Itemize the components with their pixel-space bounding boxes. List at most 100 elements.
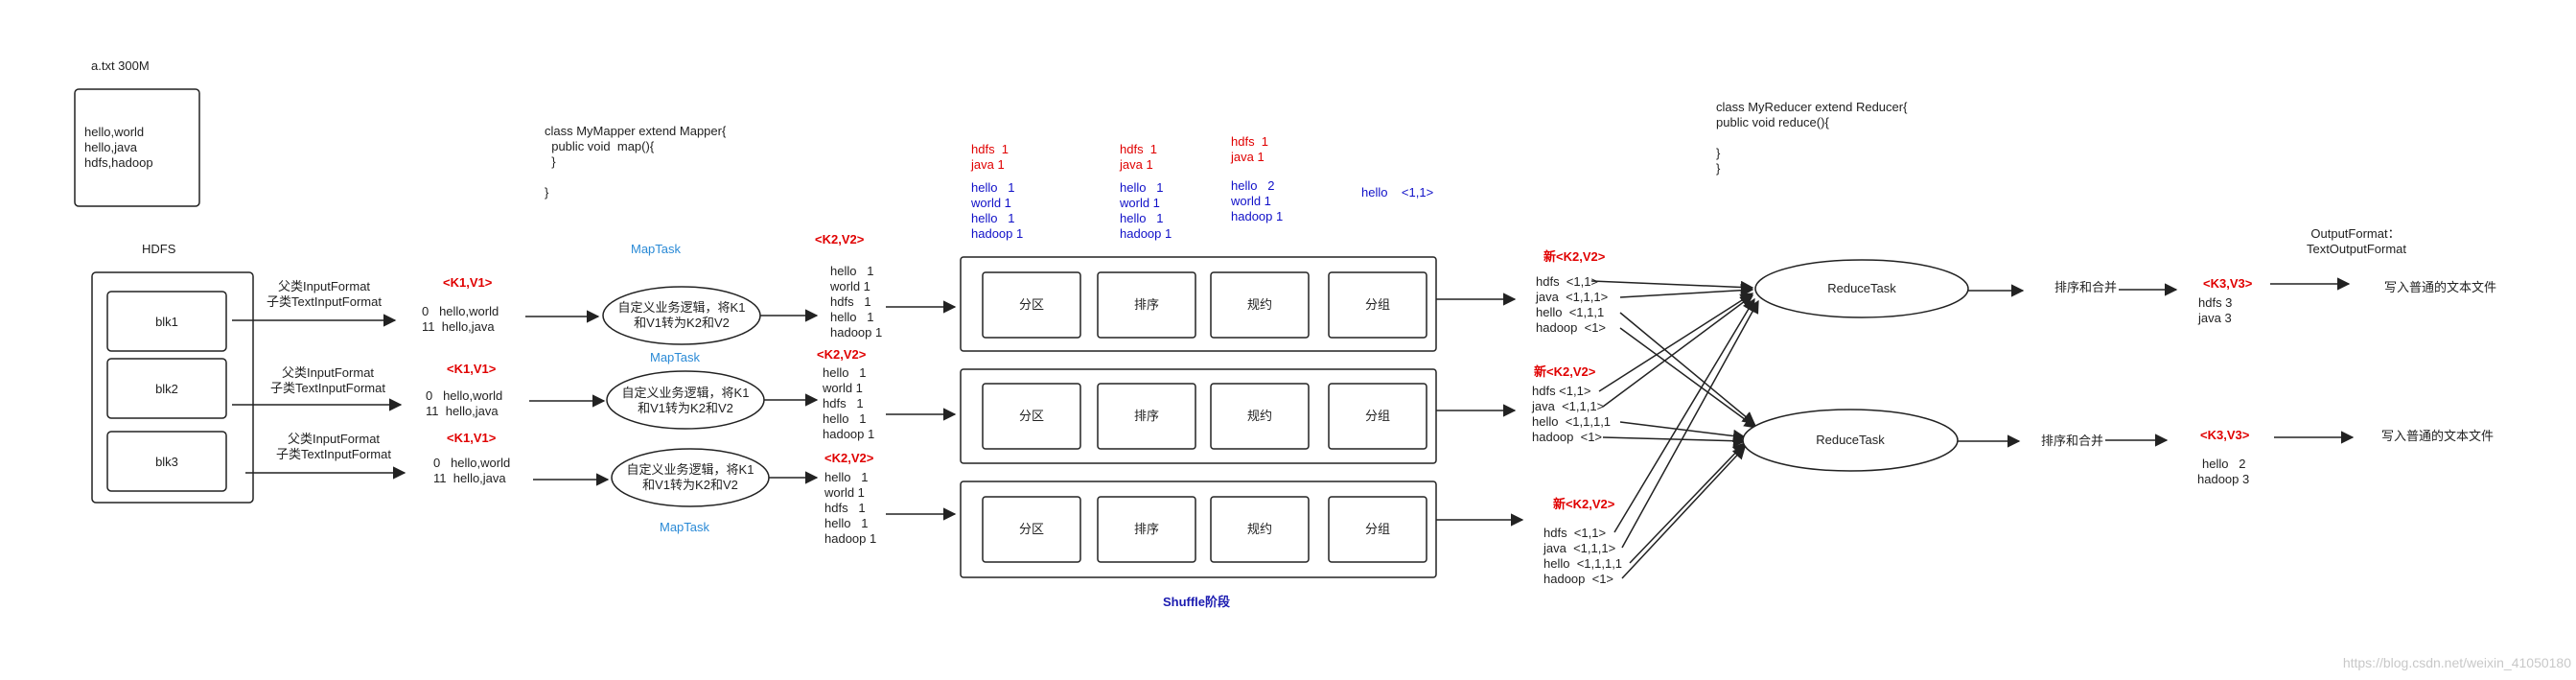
annotation-blue: hadoop 1 [971,226,1023,241]
new-kv2-record: hello <1,1,1,1 [1543,556,1622,571]
shuffle-step-label: 规约 [1247,297,1272,312]
new-kv2-record: hadoop <1> [1543,572,1613,586]
shuffle-step [1210,496,1310,563]
file-title: a.txt 300M [91,59,150,73]
annotation-blue: hello <1,1> [1361,185,1433,199]
shuffle-step [982,496,1081,563]
new-kv2-record: hdfs <1,1> [1536,274,1598,289]
reducer-code-line: } [1716,161,1721,176]
map-task-label: MapTask [660,520,710,534]
annotation-blue: hello 1 [1120,211,1164,225]
map-task-text: 自定义业务逻辑，将K1 [622,386,750,400]
new-kv2-record: hdfs <1,1> [1532,384,1590,398]
kv3-record: hello 2 [2202,457,2246,471]
kv1-label: <K1,V1> [447,362,497,376]
mapper-code-line: } [545,185,549,199]
kv1-record: 11 hello,java [426,404,499,418]
kv1-label: <K1,V1> [443,275,493,290]
reduce-task-label: ReduceTask [1816,433,1885,447]
hdfs-block-3 [106,431,227,492]
map-task-text: 自定义业务逻辑，将K1 [627,462,754,477]
shuffle-step-label: 排序 [1134,409,1159,423]
kv2-record: hadoop 1 [830,325,882,340]
shuffle-step-label: 规约 [1247,522,1272,536]
shuffle-step [1328,383,1427,450]
shuffle-step [982,271,1081,339]
kv1-label: <K1,V1> [447,431,497,445]
shuffle-step-label: 分组 [1365,297,1390,312]
kv2-record: world 1 [829,279,870,293]
shuffle-step-label: 分区 [1019,297,1044,312]
output-format-class: TextOutputFormat [2307,242,2406,256]
kv1-record: 11 hello,java [422,319,495,334]
kv1-record: 0 hello,world [433,456,510,470]
input-format-parent: 父类InputFormat [282,365,374,380]
annotation-blue: world 1 [970,196,1011,210]
map-task-label: MapTask [631,242,682,256]
shuffle-step-label: 排序 [1134,522,1159,536]
shuffle-step [1210,383,1310,450]
reduce-task-ellipse [1742,409,1959,472]
new-kv2-record: hadoop <1> [1532,430,1602,444]
shuffle-step [1210,271,1310,339]
annotation-blue: hello 1 [971,180,1015,195]
kv2-record: hello 1 [823,365,867,380]
kv2-record: world 1 [824,485,865,500]
kv3-record: hadoop 3 [2197,472,2249,486]
annotation-blue: world 1 [1119,196,1160,210]
sort-merge-label: 排序和合并 [2041,434,2103,448]
block-label: blk2 [155,382,178,396]
new-kv2-label: 新<K2,V2> [1543,249,1606,264]
partition-arrows [1590,280,1759,579]
file-box [74,88,200,207]
kv1-record: 0 hello,world [426,388,502,403]
kv2-record: hdfs 1 [830,294,871,309]
file-line: hello,world [84,125,144,139]
shuffle-step [1328,496,1427,563]
new-kv2-record: hdfs <1,1> [1543,526,1606,540]
kv2-record: hello 1 [824,470,869,484]
input-format-child: 子类TextInputFormat [267,294,382,309]
annotation-red: java 1 [1230,150,1265,164]
annotation-red: java 1 [970,157,1005,172]
annotation-red: hdfs 1 [971,142,1009,156]
mapper-code-line: class MyMapper extend Mapper{ [545,124,727,138]
kv2-record: hadoop 1 [823,427,874,441]
map-task-label: MapTask [650,350,701,364]
annotation-blue: hadoop 1 [1120,226,1172,241]
new-kv2-record: hello <1,1,1 [1536,305,1604,319]
annotation-blue: hello 1 [1120,180,1164,195]
map-task-text: 和V1转为K2和V2 [642,478,738,492]
hdfs-title: HDFS [142,242,176,256]
new-kv2-record: hadoop <1> [1536,320,1606,335]
block-label: blk3 [155,455,178,469]
annotation-blue: hadoop 1 [1231,209,1283,223]
sort-merge-label: 排序和合并 [2054,280,2117,294]
shuffle-step [1097,496,1196,563]
shuffle-row-3: 分区 排序 规约 分组 [960,481,1437,578]
annotation-red: hdfs 1 [1120,142,1157,156]
kv3-record: java 3 [2197,311,2232,325]
new-kv2-label: 新<K2,V2> [1553,497,1615,511]
annotation-red: hdfs 1 [1231,134,1268,149]
kv3-label: <K3,V3> [2203,276,2253,291]
kv2-record: hdfs 1 [824,501,866,515]
mapper-code-line: public void map(){ [545,139,655,153]
shuffle-row-2: 分区 排序 规约 分组 [960,368,1437,464]
mapper-code-line: } [545,154,556,169]
block-label: blk1 [155,315,178,329]
kv2-record: hello 1 [830,264,874,278]
shuffle-step-label: 分组 [1365,522,1390,536]
kv2-record: hello 1 [823,411,867,426]
kv2-label: <K2,V2> [817,347,867,362]
write-file-label: 写入普通的文本文件 [2384,280,2496,294]
reducer-code-line: public void reduce(){ [1716,115,1829,129]
kv2-record: hello 1 [830,310,874,324]
new-kv2-record: hello <1,1,1,1 [1532,414,1611,429]
input-format-parent: 父类InputFormat [288,432,380,446]
new-kv2-record: java <1,1,1> [1535,290,1608,304]
map-task-ellipse [606,370,765,430]
kv2-record: hello 1 [824,516,869,530]
new-kv2-label: 新<K2,V2> [1534,364,1596,379]
